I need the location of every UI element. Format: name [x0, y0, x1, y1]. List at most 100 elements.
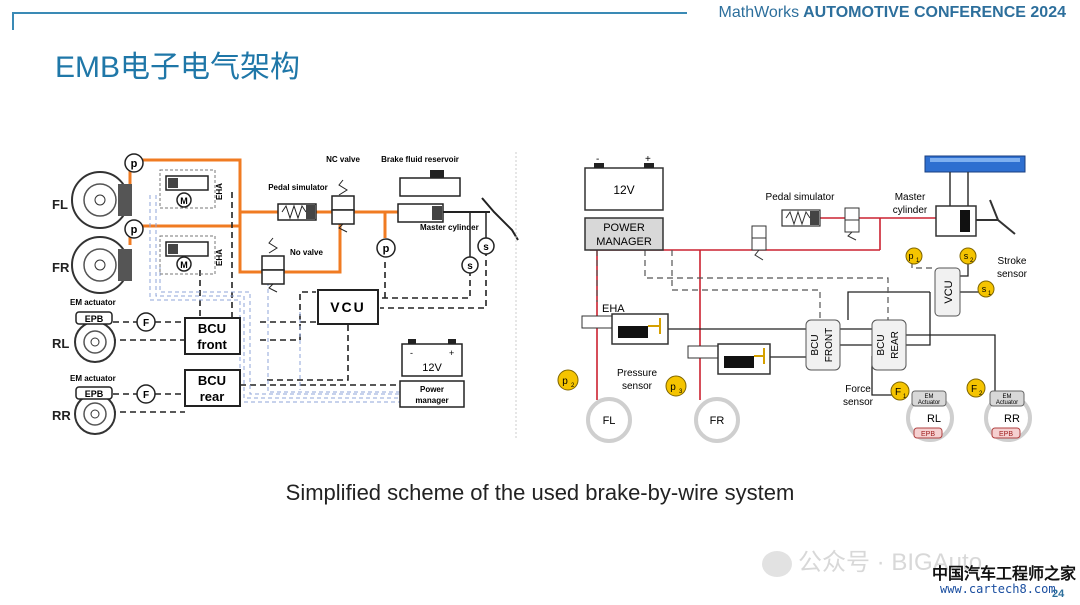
left-eha-front: M EHA	[159, 169, 224, 209]
svg-text:12V: 12V	[422, 362, 442, 374]
left-control-lines	[110, 192, 487, 413]
svg-text:p: p	[562, 376, 568, 387]
slide-title: EMB电子电气架构	[55, 51, 301, 84]
svg-text:F: F	[971, 384, 977, 395]
svg-text:p: p	[131, 224, 138, 236]
svg-text:EHA: EHA	[215, 183, 224, 200]
svg-text:+: +	[449, 348, 454, 358]
svg-text:s: s	[483, 242, 489, 253]
left-nc-valve-label: NC valve	[326, 155, 360, 164]
svg-text:EM: EM	[925, 394, 934, 400]
right-wheel-fr: FR	[694, 397, 740, 443]
left-pressure-sensor-master: p	[376, 238, 396, 258]
right-pedal-simulator-label: Pedal simulator	[766, 192, 836, 203]
svg-text:M: M	[180, 260, 188, 270]
right-bcu-rear: BCU REAR	[871, 319, 907, 371]
right-eha-front-left	[581, 313, 669, 345]
right-stroke-sensor-label-2: sensor	[997, 269, 1028, 280]
svg-text:EPB: EPB	[921, 431, 935, 438]
svg-text:2: 2	[970, 258, 974, 264]
right-bcu-front: BCU FRONT	[805, 319, 841, 371]
figure-caption: Simplified scheme of the used brake-by-w…	[285, 480, 795, 505]
right-wheel-rr: RR EM Actuator EPB	[984, 390, 1032, 442]
right-eha-label: EHA	[602, 303, 625, 315]
left-force-sensor-rear: F	[136, 384, 156, 404]
right-valve-2	[751, 225, 767, 261]
svg-text:s: s	[982, 284, 987, 294]
left-wheel-label-rl: RL	[52, 336, 69, 351]
svg-text:1: 1	[903, 394, 907, 400]
left-pedal-simulator-label: Pedal simulator	[268, 183, 328, 192]
svg-text:p: p	[131, 158, 138, 170]
svg-text:2: 2	[979, 391, 983, 397]
svg-text:BCU: BCU	[198, 373, 226, 388]
left-no-valve-label: No valve	[290, 248, 323, 257]
left-wheel-label-rr: RR	[52, 408, 71, 423]
svg-text:p: p	[670, 382, 676, 393]
svg-text:RL: RL	[927, 413, 941, 425]
svg-text:MANAGER: MANAGER	[596, 236, 652, 248]
brand-name: MathWorks	[718, 4, 800, 21]
left-stroke-sensor-1: s	[461, 256, 479, 274]
svg-text:manager: manager	[415, 396, 448, 405]
right-control-lines	[668, 262, 996, 396]
svg-text:BCU: BCU	[876, 334, 887, 355]
right-pressure-sensor-label-2: sensor	[622, 381, 653, 392]
right-sensor-p3: p 3	[665, 375, 687, 397]
left-bcu-rear: BCU rear	[184, 369, 241, 407]
left-bcu-front: BCU front	[184, 317, 241, 355]
right-stroke-sensor-label-1: Stroke	[998, 256, 1027, 267]
right-sensor-f1: F 1	[890, 381, 910, 401]
svg-text:EPB: EPB	[85, 389, 104, 399]
svg-text:12V: 12V	[613, 183, 634, 197]
svg-text:2: 2	[571, 383, 575, 389]
right-battery: - + 12V	[584, 154, 664, 211]
right-force-sensor-label-1: Force	[845, 384, 871, 395]
svg-text:s: s	[964, 251, 969, 261]
right-sensor-f2: F 2	[966, 378, 986, 398]
svg-text:1: 1	[988, 291, 992, 297]
left-reservoir-label: Brake fluid reservoir	[381, 155, 459, 164]
right-wheel-fl: FL	[586, 397, 632, 443]
right-power-manager: POWER MANAGER	[584, 217, 664, 251]
left-wheel-label-fr: FR	[52, 260, 70, 275]
svg-text:EHA: EHA	[215, 249, 224, 266]
right-valve-1	[844, 207, 860, 241]
left-force-sensor-front: F	[136, 312, 156, 332]
left-signal-lines	[149, 195, 400, 403]
svg-text:-: -	[596, 154, 599, 165]
watermark-url: www.cartech8.com	[940, 582, 1056, 596]
svg-text:FR: FR	[710, 415, 725, 427]
right-pedal-simulator	[781, 209, 821, 227]
right-master-cylinder	[935, 199, 1016, 237]
svg-text:BCU: BCU	[198, 321, 226, 336]
left-wheel-rl	[74, 321, 116, 363]
svg-text:FL: FL	[603, 415, 616, 427]
svg-text:Actuator: Actuator	[996, 400, 1018, 406]
svg-text:POWER: POWER	[603, 222, 645, 234]
left-scheme: FL FR RL RR p p p M EHA	[52, 153, 519, 435]
right-dashed-lines	[596, 250, 935, 320]
watermark: 公众号 · BIGAuto	[762, 542, 982, 577]
left-pressure-sensor-front: p	[124, 153, 144, 173]
svg-text:RR: RR	[1004, 413, 1020, 425]
svg-text:Actuator: Actuator	[918, 400, 940, 406]
left-reservoir	[399, 170, 461, 197]
left-power-manager: Power manager	[399, 380, 465, 408]
left-epb-front: EPB	[75, 311, 113, 325]
svg-text:p: p	[908, 251, 913, 261]
left-wheel-fr	[71, 236, 132, 294]
left-wheel-rr	[74, 393, 116, 435]
header-rule-tick	[12, 12, 14, 30]
svg-text:+: +	[645, 154, 651, 165]
svg-text:FRONT: FRONT	[824, 328, 835, 362]
right-vcu: VCU	[934, 267, 961, 317]
left-stroke-sensor-2: s	[477, 237, 495, 255]
svg-text:F: F	[895, 387, 901, 398]
svg-text:EPB: EPB	[85, 314, 104, 324]
svg-text:VCU: VCU	[943, 280, 955, 303]
left-nc-valve	[331, 179, 355, 233]
right-sensor-s2: s 2	[959, 247, 977, 265]
left-no-valve	[261, 237, 285, 293]
right-sensor-p1: p 1	[905, 247, 923, 265]
